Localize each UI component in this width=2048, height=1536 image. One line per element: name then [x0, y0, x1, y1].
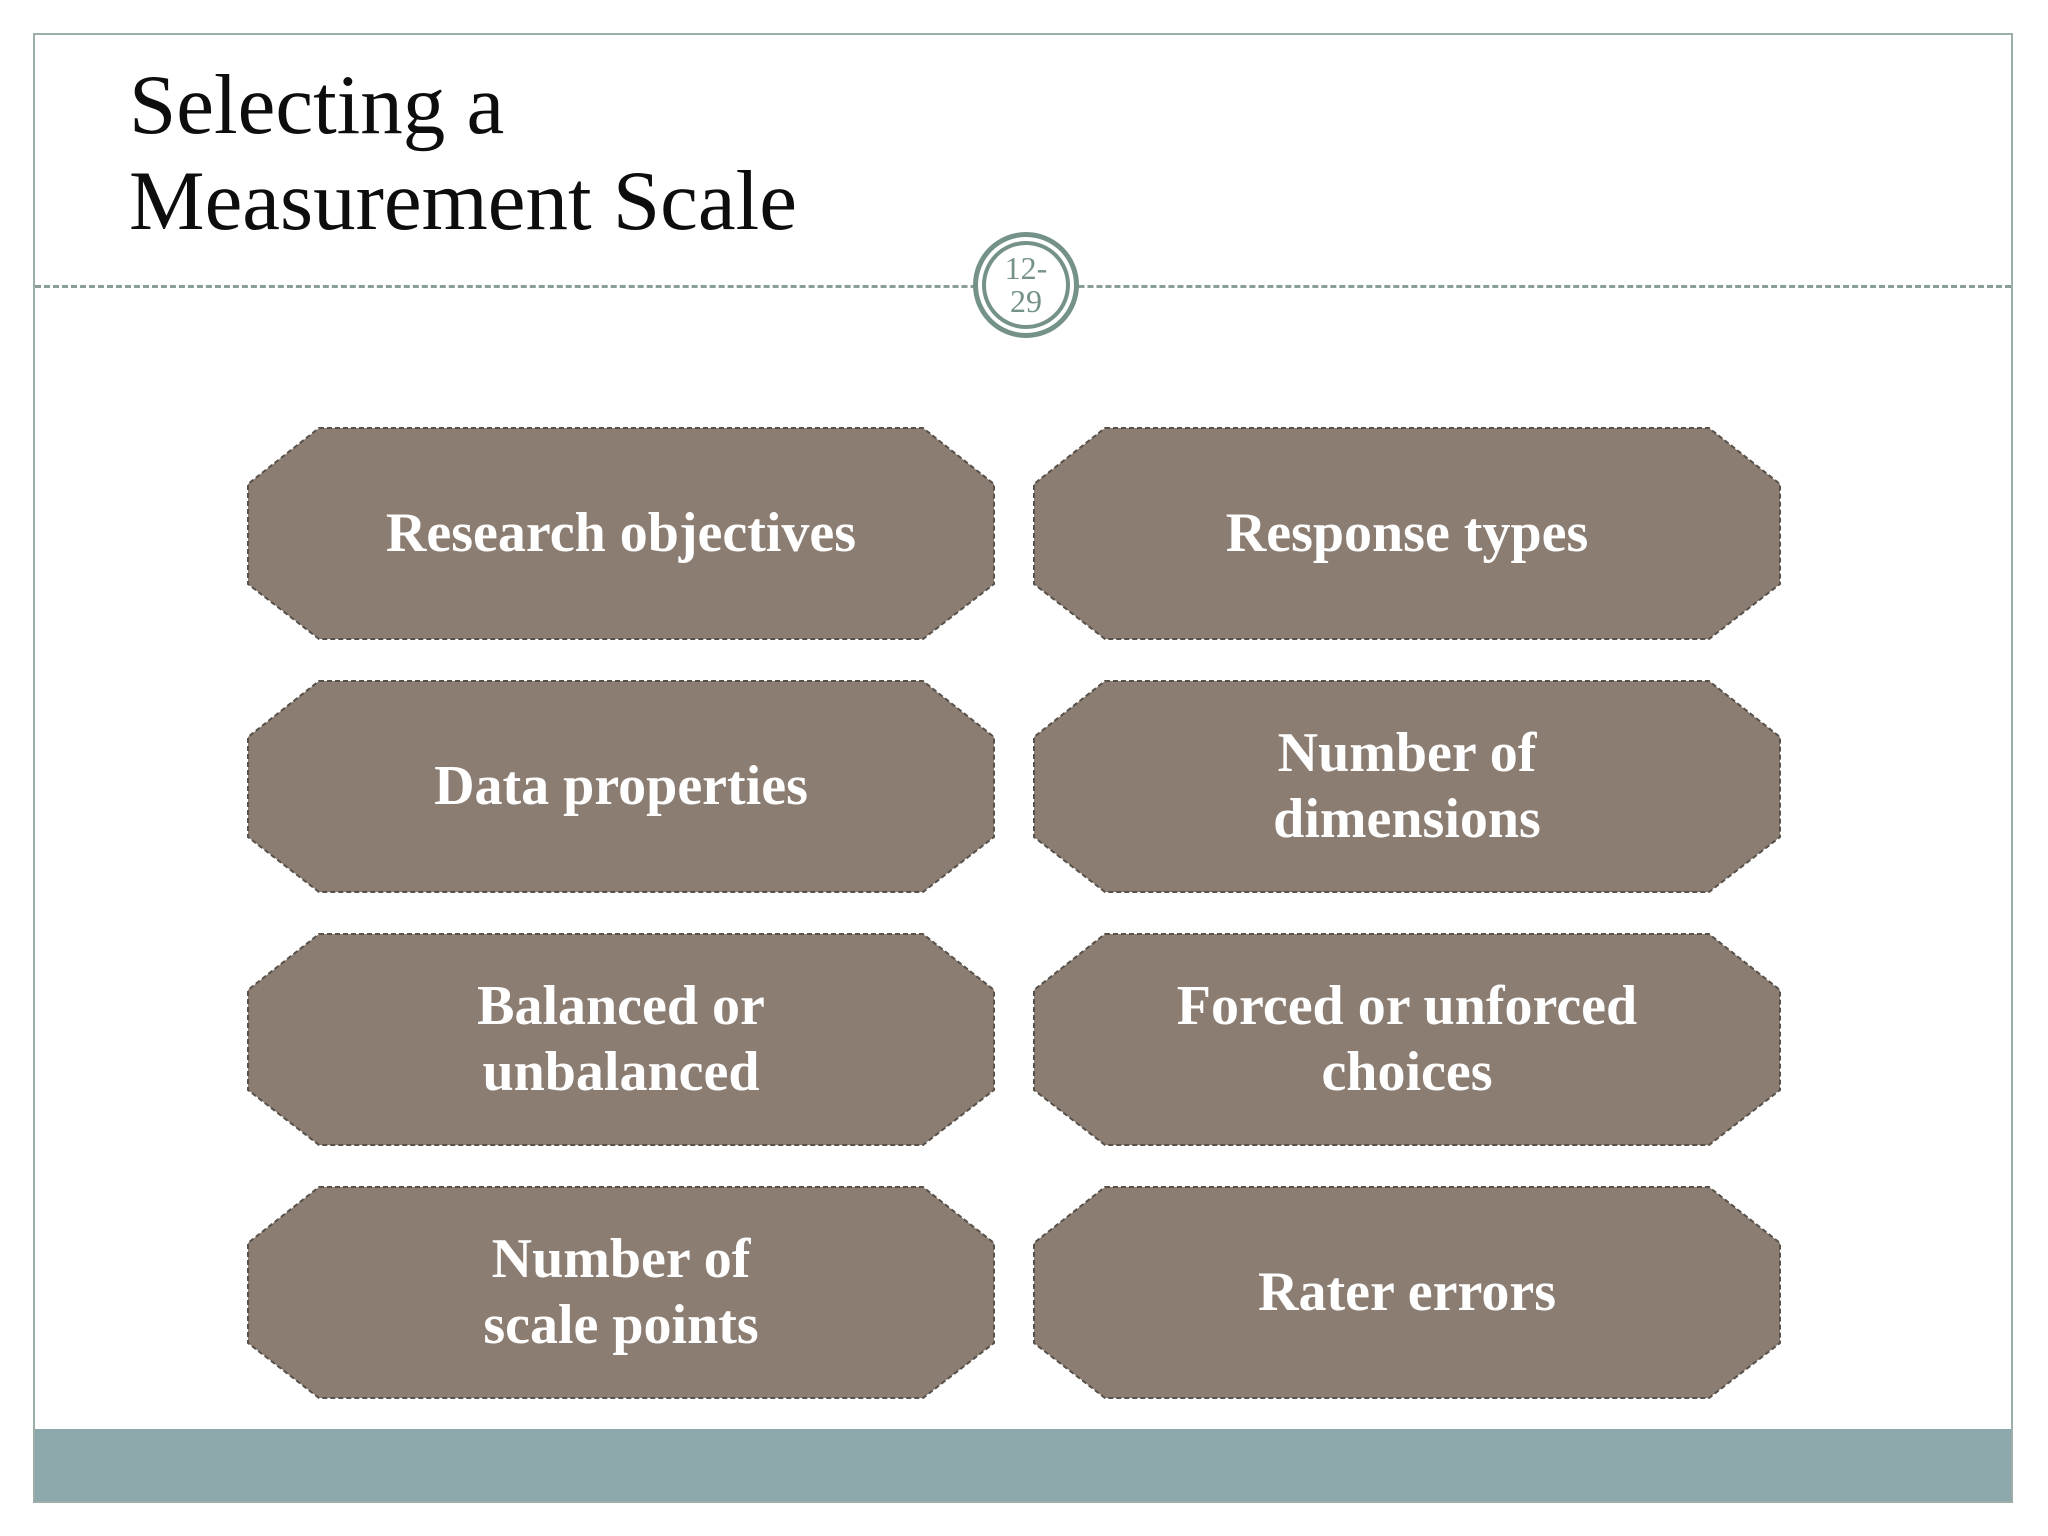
factor-box-research-objectives: Research objectives [247, 427, 995, 640]
factor-box-number-of-dimensions: Number of dimensions [1033, 680, 1781, 893]
octagon-shape [1033, 933, 1781, 1146]
factor-label: Response types [1225, 501, 1589, 564]
octagon-shape [247, 680, 995, 893]
factors-grid: Research objectives Response types Data … [247, 427, 1781, 1399]
factor-label: Forced or unforced choices [1176, 974, 1638, 1103]
factor-label: Balanced or unbalanced [477, 974, 765, 1103]
factor-label: Data properties [434, 754, 808, 817]
factor-box-rater-errors: Rater errors [1033, 1186, 1781, 1399]
factor-box-response-types: Response types [1033, 427, 1781, 640]
octagon-shape [247, 1186, 995, 1399]
factor-label: Research objectives [385, 501, 857, 564]
factor-box-number-of-scale-points: Number of scale points [247, 1186, 995, 1399]
factor-box-balanced-or-unbalanced: Balanced or unbalanced [247, 933, 995, 1146]
factor-box-data-properties: Data properties [247, 680, 995, 893]
octagon-shape [1033, 427, 1781, 640]
octagon-shape [1033, 680, 1781, 893]
octagon-shape [1033, 1186, 1781, 1399]
slide-title: Selecting a Measurement Scale [129, 58, 797, 249]
page-number-badge: 12- 29 [973, 232, 1079, 338]
octagon-shape [247, 933, 995, 1146]
factor-box-forced-or-unforced-choices: Forced or unforced choices [1033, 933, 1781, 1146]
slide-frame: Selecting a Measurement Scale 12- 29 Res… [33, 33, 2013, 1503]
factor-label: Number of dimensions [1273, 721, 1541, 850]
footer-accent-bar [35, 1429, 2011, 1501]
octagon-shape [247, 427, 995, 640]
page-number-text: 12- 29 [982, 241, 1070, 329]
factor-label: Number of scale points [483, 1227, 759, 1356]
factor-label: Rater errors [1258, 1260, 1556, 1323]
